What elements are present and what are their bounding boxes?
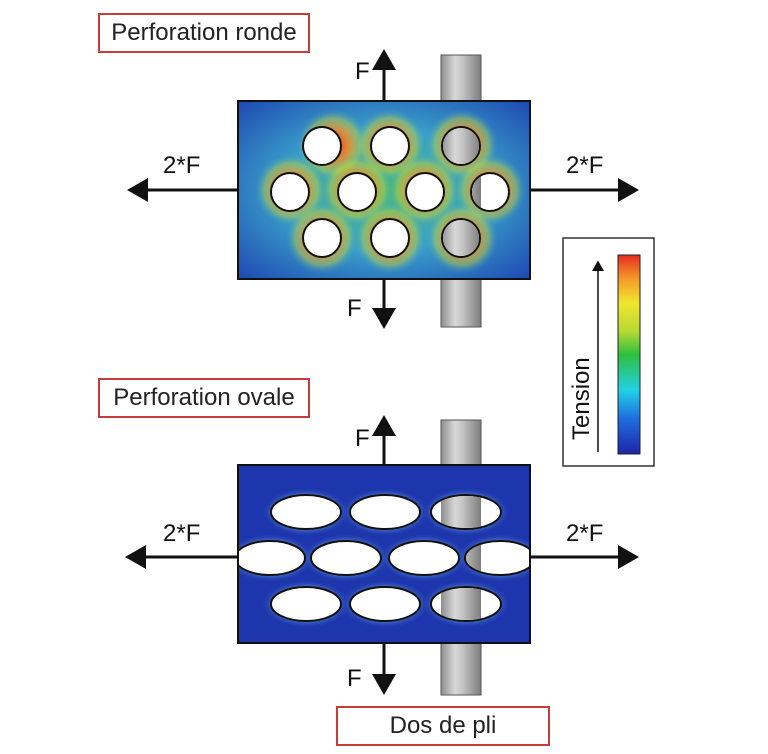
tension-color-scale — [617, 254, 641, 455]
spine-label: Dos de pli — [336, 706, 550, 746]
oval-force-left-label: 2*F — [163, 520, 200, 547]
oval-perforation-title: Perforation ovale — [98, 378, 310, 418]
oval-force-right-label: 2*F — [566, 520, 603, 547]
round-perforation-title: Perforation ronde — [98, 13, 310, 53]
oval-holes — [238, 494, 530, 622]
oval-force-top-label: F — [355, 425, 370, 452]
oval-perforation-plate — [237, 464, 531, 644]
tension-legend: Tension — [562, 237, 655, 467]
round-force-left-label: 2*F — [163, 152, 200, 179]
round-force-bottom-label: F — [347, 295, 362, 322]
round-perforation-plate — [237, 100, 531, 280]
round-force-top-label: F — [355, 58, 370, 85]
tension-label: Tension — [568, 357, 595, 440]
round-force-arrows — [127, 49, 639, 329]
oval-force-arrows — [125, 415, 639, 695]
round-force-right-label: 2*F — [566, 152, 603, 179]
oval-force-bottom-label: F — [347, 665, 362, 692]
